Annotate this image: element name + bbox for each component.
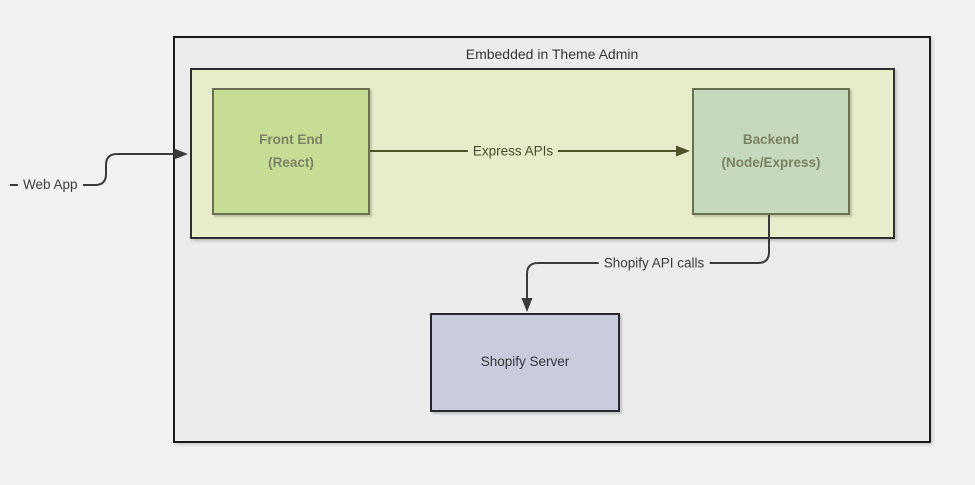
theme-admin-container-title: Embedded in Theme Admin — [465, 46, 639, 62]
edge-label-express-apis: Express APIs — [467, 142, 559, 160]
node-frontend-react: Front End (React) — [212, 88, 370, 215]
node-backend-node-express: Backend (Node/Express) — [692, 88, 850, 215]
edge-label-web-app: Web App — [18, 176, 83, 193]
edge-label-shopify-api-calls: Shopify API calls — [598, 254, 710, 272]
node-shopify-server: Shopify Server — [430, 313, 620, 412]
